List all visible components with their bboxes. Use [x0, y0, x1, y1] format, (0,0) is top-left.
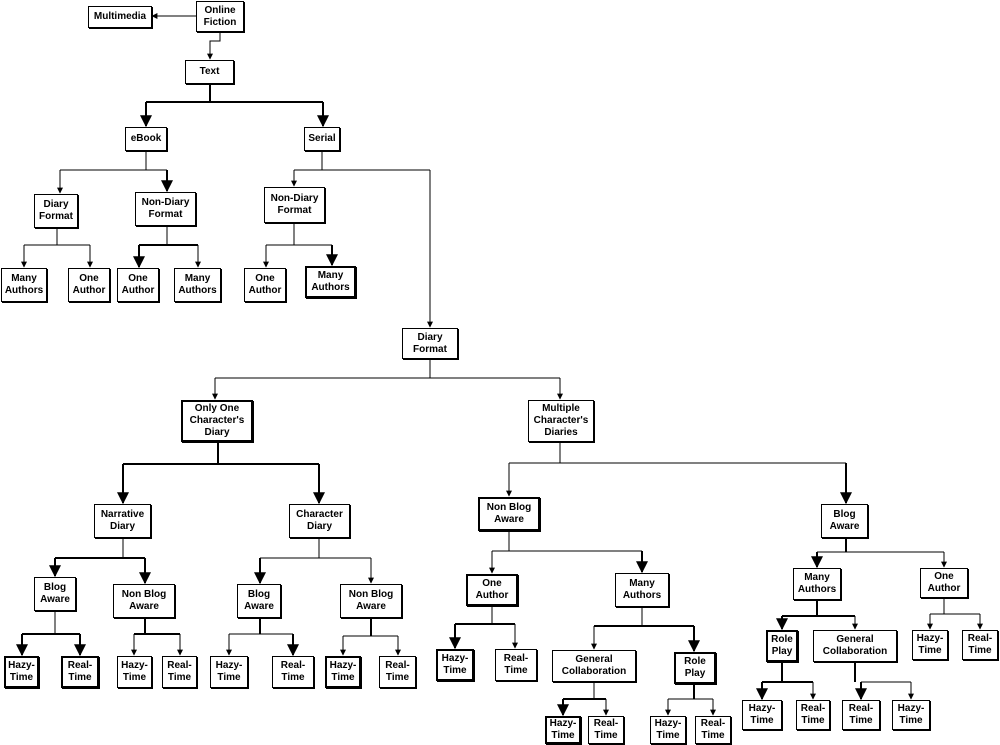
node-mba-rp-real-time: Real- Time [796, 700, 830, 730]
node-mnba-many-authors: Many Authors [615, 573, 669, 607]
node-ebook-diary-one-author: One Author [68, 268, 110, 302]
node-ebook-non-diary-format: Non-Diary Format [135, 192, 196, 226]
node-mnba-many-general-collaboration: General Collaboration [552, 650, 636, 682]
node-mnba-rp-real-time: Real- Time [695, 716, 731, 744]
node-nd-nba-real-time: Real- Time [162, 656, 197, 688]
node-only-one-characters-diary: Only One Character's Diary [181, 400, 253, 442]
node-narrative-blog-aware: Blog Aware [34, 577, 76, 611]
node-mba-many-authors: Many Authors [793, 568, 841, 600]
node-mba-one-hazy-time: Hazy- Time [912, 630, 948, 660]
node-ebook-diary-format: Diary Format [34, 194, 78, 228]
node-mnba-many-role-play: Role Play [674, 652, 716, 684]
node-mnba-rp-hazy-time: Hazy- Time [650, 716, 686, 744]
node-cd-nba-hazy-time: Hazy- Time [325, 656, 361, 688]
node-narrative-non-blog-aware: Non Blog Aware [113, 584, 175, 618]
node-mnba-one-hazy-time: Hazy- Time [436, 649, 474, 681]
node-ebook: eBook [125, 127, 167, 151]
node-serial-nondiary-many-authors: Many Authors [305, 266, 356, 298]
node-character-blog-aware: Blog Aware [237, 584, 281, 618]
edge-online-fiction-text [207, 32, 221, 60]
node-nd-nba-hazy-time: Hazy- Time [117, 656, 152, 688]
node-mnba-gc-hazy-time: Hazy- Time [545, 716, 581, 744]
node-multiple-characters-diaries: Multiple Character's Diaries [528, 400, 594, 442]
node-text: Text [185, 60, 234, 84]
node-serial: Serial [304, 127, 340, 151]
node-ebook-nondiary-one-author: One Author [117, 268, 159, 302]
node-mba-rp-hazy-time: Hazy- Time [742, 700, 782, 730]
node-serial-diary-format: Diary Format [402, 328, 458, 359]
node-online-fiction: Online Fiction [196, 1, 244, 32]
node-character-non-blog-aware: Non Blog Aware [340, 584, 402, 618]
node-mnba-gc-real-time: Real- Time [588, 716, 624, 744]
node-ebook-nondiary-many-authors: Many Authors [174, 268, 221, 302]
node-cd-nba-real-time: Real- Time [379, 656, 416, 688]
node-nd-ba-hazy-time: Hazy- Time [4, 656, 39, 688]
node-mba-one-author: One Author [920, 568, 968, 598]
node-mba-gc-real-time: Real- Time [842, 700, 880, 730]
node-mba-one-real-time: Real- Time [962, 630, 998, 660]
node-serial-non-diary-format: Non-Diary Format [264, 187, 325, 223]
node-mba-many-role-play: Role Play [766, 630, 798, 662]
node-mnba-one-author: One Author [466, 574, 518, 606]
node-multi-non-blog-aware: Non Blog Aware [478, 497, 540, 531]
node-mba-many-general-collaboration: General Collaboration [813, 630, 897, 662]
node-nd-ba-real-time: Real- Time [61, 656, 99, 688]
node-multi-blog-aware: Blog Aware [821, 504, 868, 538]
node-mnba-one-real-time: Real- Time [495, 649, 537, 681]
node-ebook-diary-many-authors: Many Authors [1, 268, 47, 302]
node-multimedia: Multimedia [88, 6, 152, 28]
node-character-diary: Character Diary [289, 504, 350, 538]
node-mba-gc-hazy-time: Hazy- Time [892, 700, 930, 730]
node-cd-ba-real-time: Real- Time [272, 656, 314, 688]
node-serial-nondiary-one-author: One Author [244, 268, 286, 302]
node-narrative-diary: Narrative Diary [94, 504, 151, 538]
node-cd-ba-hazy-time: Hazy- Time [210, 656, 248, 688]
